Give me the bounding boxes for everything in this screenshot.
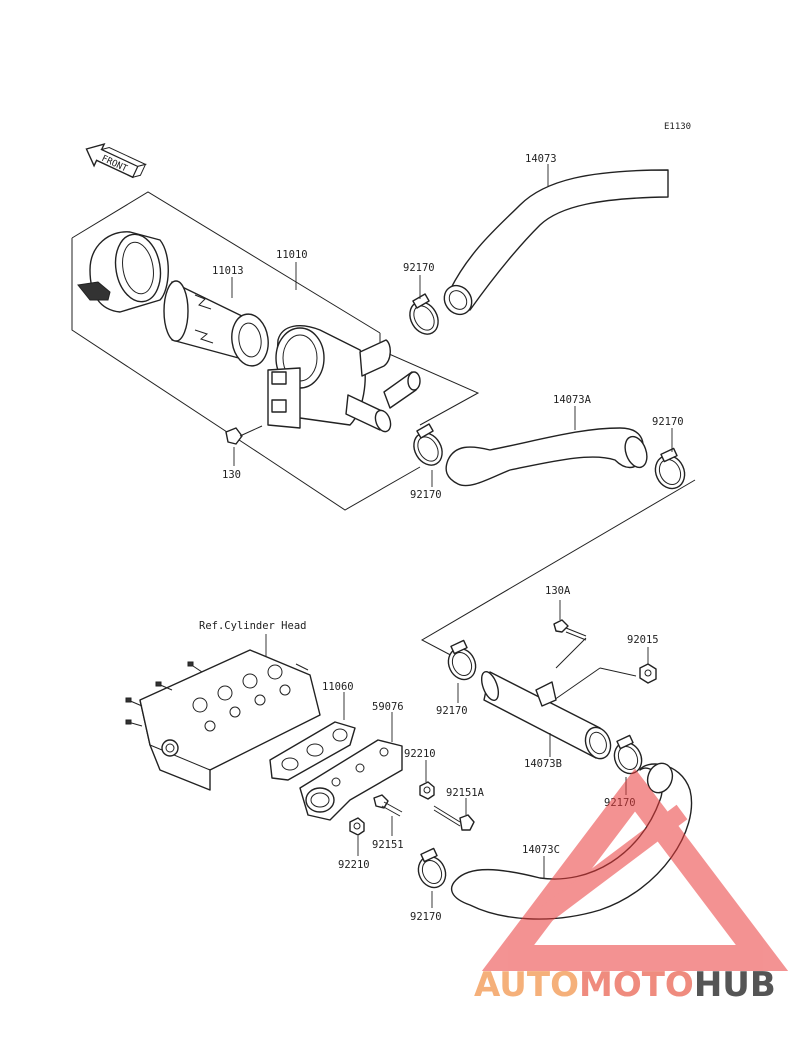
filter-element-11013 xyxy=(163,280,269,367)
nut-92210-b xyxy=(349,817,365,836)
label-11010: 11010 xyxy=(276,249,308,261)
watermark-part2: MOTO xyxy=(579,965,694,1005)
manifold-59076 xyxy=(299,739,403,821)
label-92170-f: 92170 xyxy=(410,911,442,923)
label-92015: 92015 xyxy=(627,634,659,646)
reference-label: Ref.Cylinder Head xyxy=(199,620,306,632)
label-92170-b: 92170 xyxy=(652,416,684,428)
clamp-92170-lower-left xyxy=(447,639,477,681)
stud-92151 xyxy=(373,794,403,817)
bolt-130 xyxy=(225,425,263,445)
nut-92210-a xyxy=(419,781,435,800)
nut-92015 xyxy=(639,663,657,684)
clamp-92170-bottom xyxy=(417,847,447,889)
clamp-92170-upper xyxy=(409,293,439,335)
label-14073C: 14073C xyxy=(522,844,560,856)
label-11013: 11013 xyxy=(212,265,244,277)
label-14073A: 14073A xyxy=(553,394,592,406)
watermark-triangle-icon xyxy=(481,768,789,971)
bolt-130a xyxy=(553,619,587,641)
label-92151: 92151 xyxy=(372,839,404,851)
clamp-92170-lower-right xyxy=(613,734,643,775)
watermark-part3: HUB xyxy=(694,965,776,1005)
air-cleaner-box xyxy=(71,191,480,511)
label-130A: 130A xyxy=(545,585,571,597)
label-92170-a: 92170 xyxy=(403,262,435,274)
label-130: 130 xyxy=(222,469,241,481)
clamp-92170-mid-left xyxy=(413,423,443,466)
label-14073: 14073 xyxy=(525,153,557,165)
label-11060: 11060 xyxy=(322,681,354,693)
pipe-14073b xyxy=(480,671,612,760)
gasket-11060 xyxy=(269,721,356,781)
label-14073B: 14073B xyxy=(524,758,562,770)
watermark-part1: AUTO xyxy=(474,965,579,1005)
hose-14073a xyxy=(445,427,648,487)
air-cleaner-body xyxy=(267,324,421,433)
label-92170-c: 92170 xyxy=(410,489,442,501)
watermark-logo xyxy=(481,768,789,971)
clamp-92170-right xyxy=(654,447,686,490)
air-cleaner-cap xyxy=(77,231,169,313)
guide-line xyxy=(420,479,696,661)
watermark-text: AUTOMOTOHUB xyxy=(474,965,776,1005)
hose-14073 xyxy=(443,169,669,316)
front-arrow-icon: FRONT xyxy=(85,142,147,179)
label-92151A: 92151A xyxy=(446,787,485,799)
label-59076: 59076 xyxy=(372,701,404,713)
label-92210-b: 92210 xyxy=(338,859,370,871)
cylinder-head xyxy=(125,649,321,791)
label-92210-a: 92210 xyxy=(404,748,436,760)
stud-92151a xyxy=(433,805,475,831)
diagram-code: E1130 xyxy=(664,122,691,132)
label-92170-d: 92170 xyxy=(436,705,468,717)
